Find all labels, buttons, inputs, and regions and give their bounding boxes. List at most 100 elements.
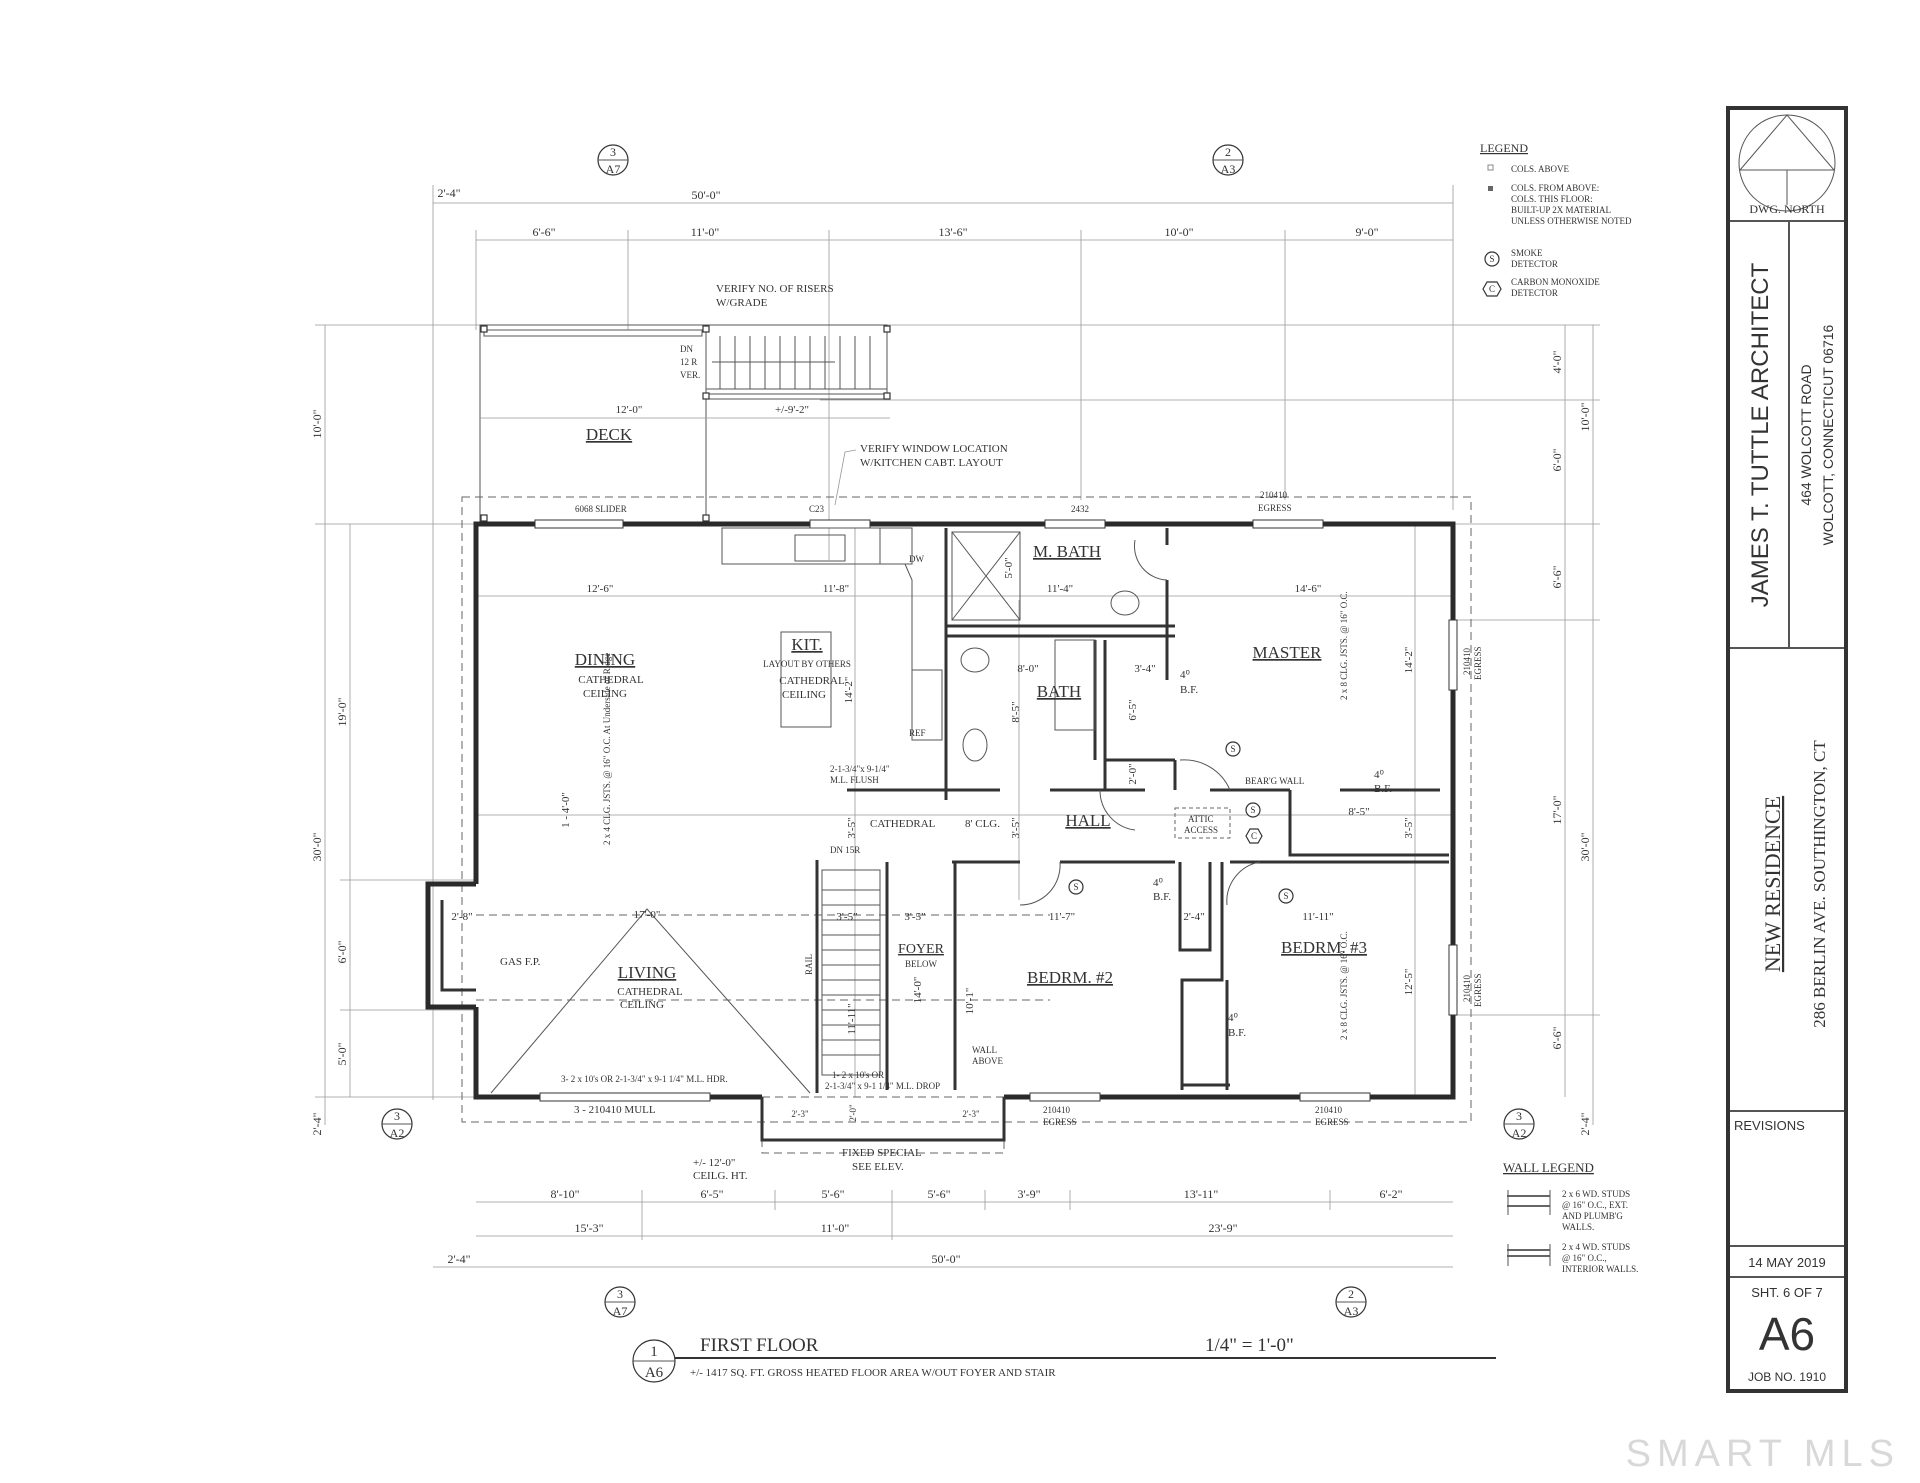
sheet-number: A6 [1759,1308,1815,1360]
legend-text: SMOKE [1511,248,1543,258]
legend-text: @ 16" O.C., EXT. [1562,1200,1628,1210]
dim-label: 3'-9" [1017,1187,1040,1201]
project-address: 286 BERLIN AVE. SOUTHINGTON, CT [1810,740,1829,1028]
window-tag: 210410 [1260,490,1288,500]
dim-label: 8'-10" [550,1187,579,1201]
section-sheet: A7 [613,1304,628,1318]
window-slider [534,519,624,529]
room-note: CEILING [782,689,826,701]
note: 2 x 4 CLG. JSTS. @ 16" O.C. At Underside… [602,653,612,845]
detail-number: 1 [650,1344,658,1360]
window-tag: 210410 [1043,1105,1071,1115]
note: B.F. [1228,1027,1246,1039]
section-number: 3 [394,1109,400,1123]
section-marker: 3A2 [381,1108,413,1140]
kitchen-counter [721,527,913,565]
dim-label: 6'-6" [532,225,555,239]
note: 2-1-3/4"x 9-1/4" [830,764,890,774]
window-tag: 6068 SLIDER [575,504,627,514]
kitchen-island [780,631,832,728]
note: 2-1-3/4" x 9-1 1/4" M.L. DROP [825,1081,940,1091]
note: B.F. [1153,891,1171,903]
dim-label: 3'-5" [1010,817,1022,838]
legend-text: BUILT-UP 2X MATERIAL [1511,205,1611,215]
note: 2 x 8 CLG. JSTS. @ 16" O.C. [1339,591,1349,700]
note: WALL [972,1045,997,1055]
dim-label: 11'-8" [823,583,849,595]
dim-label: 12'-0" [616,404,643,416]
room-label-hall: HALL [1065,811,1110,830]
north-arrow-icon [1738,114,1836,212]
section-sheet: A2 [1512,1126,1527,1140]
room-label-living: LIVING [618,963,677,982]
legend-text: UNLESS OTHERWISE NOTED [1511,216,1632,226]
detail-sheet: A6 [645,1365,664,1381]
dim-label: 2'-4" [437,186,460,200]
note: 4⁰ [1374,769,1385,781]
dim-label: 11'-7" [1049,911,1075,923]
roof-overhang-outline [461,496,1472,1123]
dim-label: 11'-0" [821,1221,850,1235]
room-note: LAYOUT BY OTHERS [763,659,851,669]
co-detector-icon: C [1489,284,1495,294]
dim-label: 2'-4" [447,1252,470,1266]
tub [1054,639,1096,731]
section-number: 3 [1516,1109,1522,1123]
dim-label: 2'-4" [310,1112,324,1135]
note: 8' CLG. [965,818,1000,830]
note: B.F. [1374,783,1392,795]
legend-text: COLS. THIS FLOOR: [1511,194,1593,204]
dim-label: 13'-6" [938,225,967,239]
note: 4⁰ [1228,1012,1239,1024]
dim-label: 19'-0" [335,697,349,726]
room-note: CATHEDRAL [617,986,683,998]
dim-label: 2'-4" [1183,911,1204,923]
window-egress-bed2 [1029,1092,1101,1102]
note: B.F. [1180,684,1198,696]
note: 2 x 8 CLG. JSTS. @ 16" O.C. [1339,931,1349,1040]
sheet-count: SHT. 6 OF 7 [1751,1285,1823,1300]
legend-text: DETECTOR [1511,288,1558,298]
note: 3 - 210410 MULL [574,1104,656,1116]
room-note: CATHEDRAL [578,674,644,686]
legend-title: LEGEND [1480,141,1528,155]
room-label-bedroom-2: BEDRM. #2 [1027,968,1113,987]
entry-porch-outline [761,1096,1005,1154]
note: VER. [680,370,700,380]
room-label-foyer: FOYER [898,942,945,957]
section-number: 3 [617,1287,623,1301]
section-sheet: A3 [1344,1304,1359,1318]
window-tag: 210410 [1462,975,1472,1003]
section-sheet: A7 [606,162,621,176]
note: 12 R [680,357,697,367]
window-tag: 210410 [1315,1105,1343,1115]
smoke-detector-icon: S [1489,254,1494,264]
legend-text: 2 x 4 WD. STUDS [1562,1242,1630,1252]
title-block: DWG. NORTH JAMES T. TUTTLE ARCHITECT 464… [1726,106,1848,1393]
section-sheet: A2 [390,1126,405,1140]
note: REF [909,728,926,738]
dim-label: 3'-4" [1134,663,1155,675]
note: ABOVE [972,1056,1004,1066]
dim-label: 13'-11" [1184,1187,1219,1201]
north-label: DWG. NORTH [1749,202,1825,216]
interior-walls [490,527,1449,1094]
dim-label: 6'-0" [1550,448,1564,471]
note: W/KITCHEN CABT. LAYOUT [860,457,1003,469]
dim-label: 1 - 4'-0" [560,792,572,828]
shower [951,531,1021,621]
dim-label: 17'-0" [634,909,661,921]
smoke-detectors: S S S S C [1068,741,1294,904]
exterior-walls [425,519,1458,1142]
job-number: JOB NO. 1910 [1748,1370,1826,1384]
dim-label: 8'-0" [1017,663,1038,675]
window-egress-bed3-bottom [1299,1092,1371,1102]
note: DN [680,344,693,354]
section-markers: 3A7 2A3 3A7 2A3 3A2 3A2 [381,144,1535,1318]
window-egress-top [1252,519,1324,529]
dim-label: 10'-0" [310,409,324,438]
dim-label: 4'-0" [1550,350,1564,373]
note: ATTIC [1188,814,1214,824]
smoke-detector-icon: S [1230,744,1235,754]
